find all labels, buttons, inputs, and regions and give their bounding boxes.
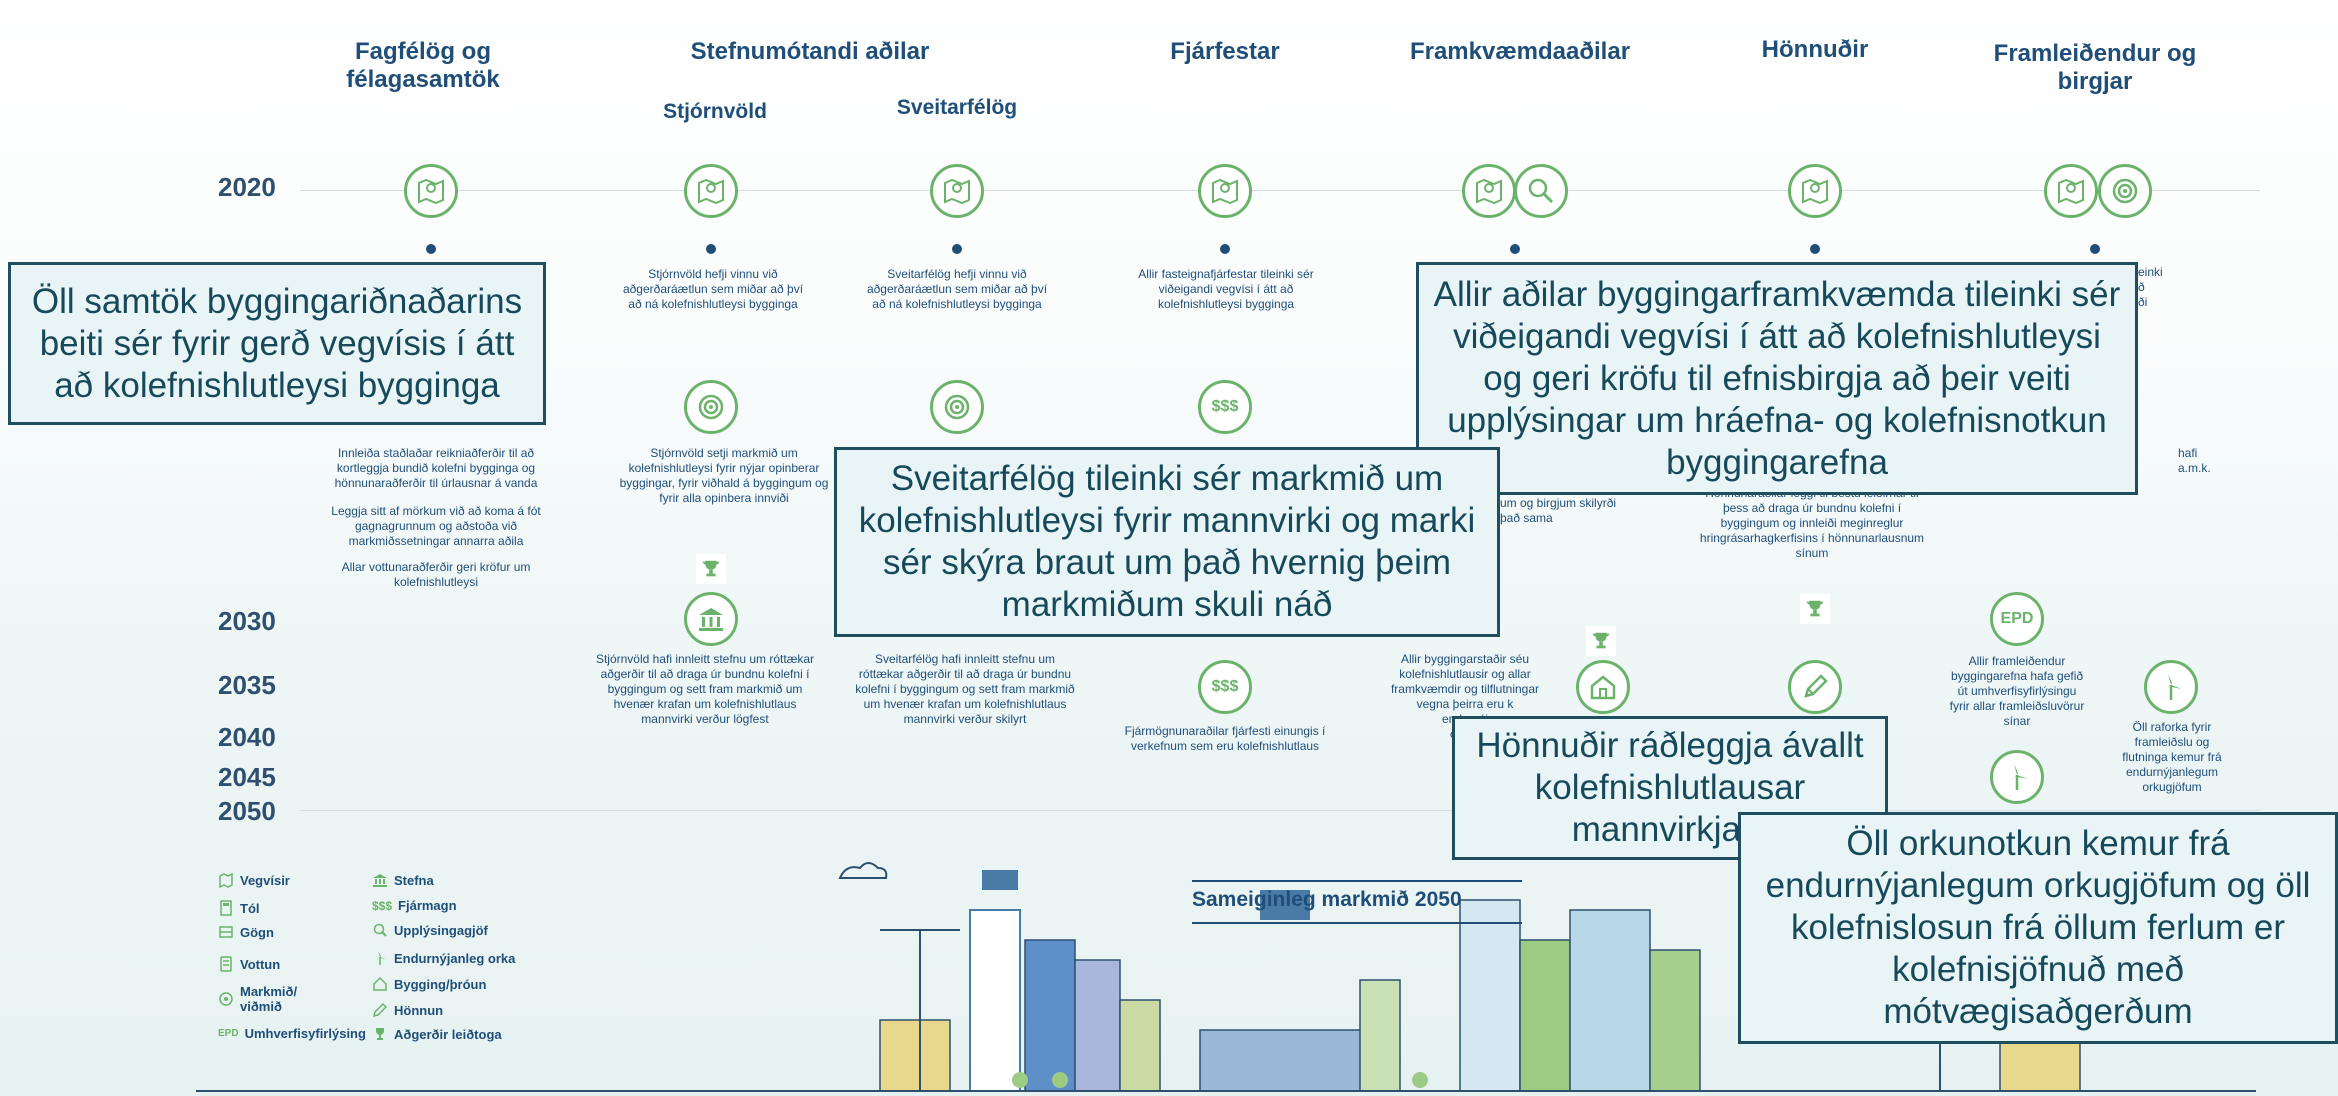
ground-line <box>196 1090 2256 1092</box>
magnifier-icon <box>372 922 388 938</box>
text-stjornvold-goals: Stjórnvöld setji markmið um kolefnishlut… <box>619 446 829 505</box>
epd-icon: EPD <box>1990 592 2044 646</box>
trophy-icon <box>1800 594 1830 624</box>
legend-markmid: Markmið/ viðmið <box>218 984 297 1014</box>
text-fjarfestar-2020: Allir fasteignafjárfestar tileinki sér v… <box>1138 267 1314 311</box>
text-framkvaemdaadilar-2030: Allir byggingarstaðir séu kolefnishlutla… <box>1390 652 1540 741</box>
map-icon <box>218 872 234 888</box>
text-honnudir-design: Hönnunaraðilar leggi til bestu leiðirnar… <box>1699 486 1925 560</box>
legend-adgerdir-leidtoga: Aðgerðir leiðtoga <box>372 1026 502 1042</box>
map-icon <box>1462 164 1516 218</box>
money-icon: $$$ <box>1198 380 1252 434</box>
text-sveitarfelog-2020: Sveitarfélög hefji vinnu við aðgerðaráæt… <box>866 267 1048 311</box>
text-framleidendur-2035: Öll raforka fyrir framleiðslu og flutnin… <box>2122 720 2222 794</box>
house-icon <box>1576 660 1630 714</box>
year-2040: 2040 <box>218 722 276 752</box>
timeline-dot <box>1510 244 1520 254</box>
year-2030: 2030 <box>218 606 276 636</box>
text-sveitarfelog-2030: Sveitarfélög hafi innleitt stefnu um rót… <box>855 652 1075 726</box>
pencil-icon <box>372 1002 388 1018</box>
callout-orkunotkun: Öll orkunotkun kemur frá endurnýjanlegum… <box>1738 812 2338 1044</box>
money-icon: $$$ <box>372 898 393 913</box>
target-icon <box>2098 164 2152 218</box>
legend-tol: Tól <box>218 900 260 916</box>
certificate-icon <box>218 956 234 972</box>
cityscape-illustration <box>838 860 2081 1092</box>
legend-gogn: Gögn <box>218 924 274 940</box>
text-framkvaemdaadilar-fragment: um og birgjum skilyrði það sama <box>1500 496 1617 525</box>
gridline-2020 <box>300 190 2260 191</box>
trophy-icon <box>696 554 726 584</box>
wind-turbine-icon <box>372 950 388 966</box>
gridline-2050 <box>300 810 2260 811</box>
map-icon <box>1198 164 1252 218</box>
legend-endurnyjanleg-orka: Endurnýjanleg orka <box>372 950 515 966</box>
timeline-dot <box>2090 244 2100 254</box>
timeline-dot <box>952 244 962 254</box>
callout-byggingaridnadur: Öll samtök byggingariðnaðarins beiti sér… <box>8 262 546 425</box>
callout-sveitarfelog: Sveitarfélög tileinki sér markmið um kol… <box>834 447 1500 637</box>
legend-vegvisir: Vegvísir <box>218 872 290 888</box>
epd-icon: EPD <box>218 1028 239 1039</box>
data-icon <box>218 924 234 940</box>
timeline-dot <box>426 244 436 254</box>
text-framleidendur-2020-fragment: einki ð ði <box>2138 265 2163 309</box>
target-icon <box>684 380 738 434</box>
map-icon <box>684 164 738 218</box>
year-2050: 2050 <box>218 796 276 826</box>
legend-fjarmagn: $$$Fjármagn <box>372 898 457 913</box>
pencil-icon <box>1788 660 1842 714</box>
wind-turbine-icon <box>2144 660 2198 714</box>
goal-line-top <box>1192 880 1522 882</box>
house-icon <box>372 976 388 992</box>
trophy-icon <box>1586 626 1616 656</box>
map-icon <box>1788 164 1842 218</box>
header-framkvaemdaadilar: Framkvæmdaaðilar <box>1409 38 1631 65</box>
trophy-icon <box>372 1026 388 1042</box>
header-fjarfestar: Fjárfestar <box>1170 38 1280 65</box>
header-fagfelog: Fagfélög og félagasamtök <box>346 38 500 93</box>
header-honnudir: Hönnuðir <box>1761 36 1869 63</box>
map-icon <box>930 164 984 218</box>
legend-upplysingagjof: Upplýsingagjöf <box>372 922 488 938</box>
map-icon <box>2044 164 2098 218</box>
header-framleidendur: Framleiðendur og birgjar <box>1993 40 2197 95</box>
map-icon <box>404 164 458 218</box>
timeline-dot <box>1220 244 1230 254</box>
government-icon <box>684 592 738 646</box>
legend-honnun: Hönnun <box>372 1002 443 1018</box>
legend-vottun: Vottun <box>218 956 280 972</box>
goal-line-bottom <box>1192 922 1522 924</box>
legend-bygging-throun: Bygging/þróun <box>372 976 486 992</box>
timeline-dot <box>1810 244 1820 254</box>
callout-framkvaemdir: Allir aðilar byggingarframkvæmda tileink… <box>1416 262 2138 495</box>
target-icon <box>930 380 984 434</box>
year-2045: 2045 <box>218 762 276 792</box>
year-2035: 2035 <box>218 670 276 700</box>
government-icon <box>372 872 388 888</box>
header-sveitarfelog: Sveitarfélög <box>896 96 1018 119</box>
text-framleidendur-fragment: hafi a.m.k. <box>2178 446 2211 475</box>
text-fagfelog-methods: Innleiða staðlaðar reikniaðferðir til að… <box>334 446 538 490</box>
callout-honnudir: Hönnuðir ráðleggja ávallt kolefnishlutla… <box>1452 716 1888 860</box>
text-fagfelog-certification: Allar vottunaraðferðir geri kröfur um ko… <box>341 560 531 589</box>
text-framleidendur-2030: Allir framleiðendur byggingarefna hafa g… <box>1949 654 2085 728</box>
header-stjornvold: Stjórnvöld <box>663 100 767 123</box>
text-fjarfestar-2035: Fjármögnunaraðilar fjárfesti einungis í … <box>1124 724 1326 753</box>
text-fagfelog-databases: Leggja sitt af mörkum við að koma á fót … <box>331 504 541 548</box>
header-stefnumotandi: Stefnumótandi aðilar <box>690 38 930 65</box>
year-2020: 2020 <box>218 172 276 202</box>
timeline-dot <box>706 244 716 254</box>
calculator-icon <box>218 900 234 916</box>
target-icon <box>218 991 234 1007</box>
goal-label: Sameiginleg markmið 2050 <box>1192 888 1462 911</box>
text-stjornvold-2030: Stjórnvöld hafi innleitt stefnu um róttæ… <box>595 652 815 726</box>
wind-turbine-icon <box>1990 750 2044 804</box>
legend-stefna: Stefna <box>372 872 434 888</box>
money-icon: $$$ <box>1198 660 1252 714</box>
text-stjornvold-2020: Stjórnvöld hefji vinnu við aðgerðaráætlu… <box>622 267 804 311</box>
magnifier-icon <box>1514 164 1568 218</box>
